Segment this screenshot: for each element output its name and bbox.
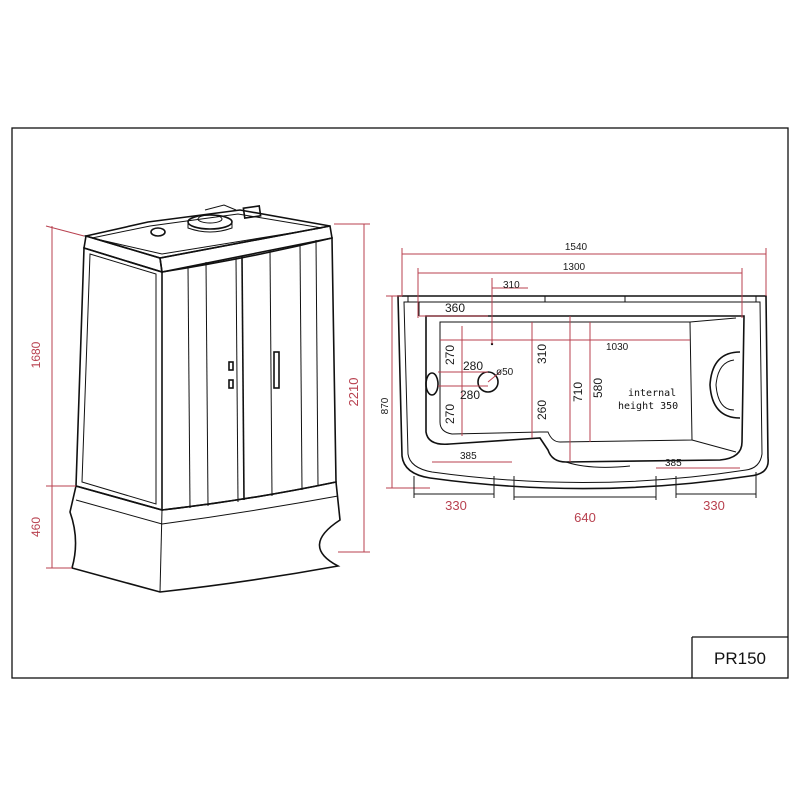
plan-dimension-310-top: 310 bbox=[491, 278, 528, 344]
svg-text:640: 640 bbox=[574, 510, 596, 525]
internal-height-note-line2: height 350 bbox=[618, 401, 678, 412]
svg-text:460: 460 bbox=[29, 517, 43, 537]
svg-text:310: 310 bbox=[535, 344, 549, 364]
svg-text:1300: 1300 bbox=[563, 262, 586, 273]
plan-dimension-270-b: 270 bbox=[443, 382, 463, 436]
svg-text:280: 280 bbox=[460, 388, 480, 402]
svg-text:280: 280 bbox=[463, 359, 483, 373]
svg-text:330: 330 bbox=[703, 498, 725, 513]
plan-dimension-280-a: 280 bbox=[438, 359, 488, 373]
svg-text:330: 330 bbox=[445, 498, 467, 513]
svg-text:580: 580 bbox=[591, 378, 605, 398]
internal-height-note-line1: internal bbox=[628, 388, 676, 399]
plan-dimension-1540: 1540 bbox=[401, 242, 767, 296]
door-handle-icon bbox=[228, 351, 280, 389]
svg-text:2210: 2210 bbox=[346, 378, 361, 407]
plan-dimension-360: 360 bbox=[419, 301, 488, 317]
svg-text:710: 710 bbox=[571, 382, 585, 402]
svg-text:360: 360 bbox=[445, 301, 465, 315]
plan-dimension-580: 580 bbox=[589, 322, 605, 442]
roof-fan-icon bbox=[242, 205, 262, 219]
svg-text:1540: 1540 bbox=[565, 242, 588, 253]
cabin-perspective-view bbox=[69, 204, 341, 593]
svg-text:385: 385 bbox=[460, 451, 477, 462]
svg-text:ø50: ø50 bbox=[496, 367, 514, 378]
plan-dimension-280-b: 280 bbox=[438, 385, 488, 402]
plan-dimension-270-a: 270 bbox=[443, 326, 463, 382]
plan-dimension-640: 640 bbox=[513, 476, 657, 525]
plan-dimension-310-mid: 310 bbox=[531, 322, 549, 382]
side-dimension-2210: 2210 bbox=[334, 223, 370, 553]
plan-dimension-260: 260 bbox=[531, 382, 549, 438]
svg-text:1030: 1030 bbox=[606, 342, 629, 353]
plan-dimension-330-left: 330 bbox=[413, 476, 495, 513]
roof-light-icon bbox=[150, 227, 166, 237]
svg-text:1680: 1680 bbox=[29, 341, 43, 368]
side-dimension-1680: 1680 bbox=[29, 225, 85, 487]
overflow-icon bbox=[425, 372, 439, 396]
plan-dimension-385-right: 385 bbox=[656, 458, 740, 469]
plan-dimension-710: 710 bbox=[569, 316, 585, 462]
drawing-frame bbox=[11, 127, 789, 679]
rain-shower-dome-icon bbox=[187, 214, 233, 233]
svg-text:260: 260 bbox=[535, 400, 549, 420]
plan-dimension-1300: 1300 bbox=[417, 262, 743, 318]
svg-text:870: 870 bbox=[380, 397, 391, 414]
model-code: PR150 bbox=[714, 649, 766, 668]
title-block: PR150 bbox=[691, 636, 788, 678]
plan-dimension-1030: 1030 bbox=[440, 339, 690, 353]
svg-text:385: 385 bbox=[665, 458, 682, 469]
plan-dimension-385-left: 385 bbox=[432, 451, 512, 463]
plan-dimension-870: 870 bbox=[380, 295, 430, 489]
drain-diameter-label: ø50 bbox=[487, 367, 514, 383]
svg-text:270: 270 bbox=[443, 404, 457, 424]
plan-dimension-330-right: 330 bbox=[675, 472, 757, 513]
svg-text:270: 270 bbox=[443, 345, 457, 365]
tray-plan-view bbox=[397, 295, 769, 490]
side-dimension-460: 460 bbox=[29, 486, 72, 569]
svg-text:310: 310 bbox=[503, 280, 520, 291]
